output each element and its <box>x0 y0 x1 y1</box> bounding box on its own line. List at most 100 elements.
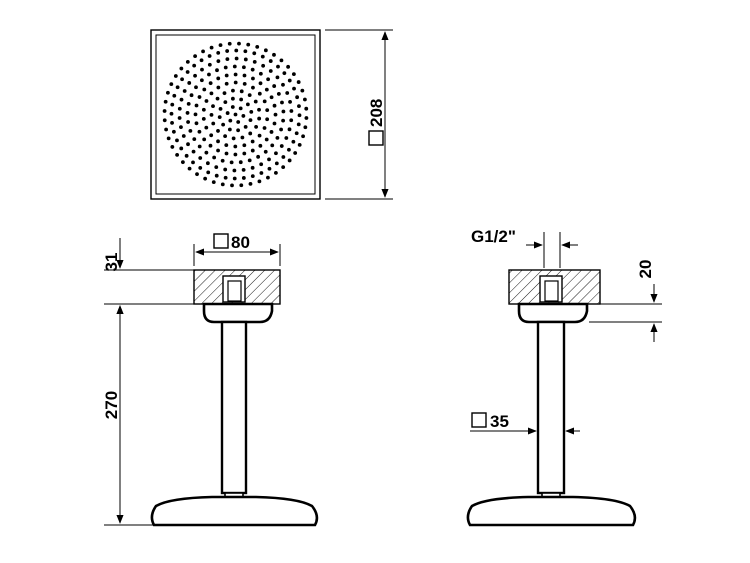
nozzle-dot <box>236 128 241 133</box>
nozzle-dot <box>207 54 212 58</box>
arm-length-label: 270 <box>102 391 121 419</box>
nozzle-dot <box>223 65 228 70</box>
nozzle-dot <box>274 151 278 156</box>
nozzle-dot <box>279 127 283 132</box>
nozzle-dot <box>275 75 280 80</box>
dimension-arm-length: 270 <box>102 305 154 526</box>
nozzle-dot <box>197 144 202 149</box>
front-view-right <box>466 269 637 527</box>
nozzle-dot <box>169 111 174 116</box>
nozzle-dot <box>287 147 291 152</box>
nozzle-dot <box>211 180 216 184</box>
nozzle-dot <box>185 59 190 64</box>
nozzle-dot <box>261 63 266 68</box>
dimension-mount-width: 80 <box>193 233 281 266</box>
nozzle-dot <box>303 97 307 102</box>
nozzle-dot <box>241 176 246 180</box>
nozzle-dot <box>193 73 197 78</box>
nozzle-dot <box>269 95 274 100</box>
nozzle-dot <box>258 81 263 86</box>
nozzle-dot <box>232 168 237 173</box>
nozzle-dot <box>199 78 204 83</box>
nozzle-dot <box>285 91 290 95</box>
nozzle-dot <box>279 58 284 63</box>
nozzle-dot <box>250 67 255 72</box>
nozzle-dot <box>249 109 254 114</box>
dimension-thread: G1/2" <box>471 227 578 268</box>
nozzle-dot <box>258 143 263 148</box>
nozzle-dot <box>262 126 267 130</box>
square-symbol <box>368 130 384 146</box>
nozzle-dot <box>274 170 278 175</box>
nozzle-dot <box>241 65 246 70</box>
nozzle-dot <box>272 52 276 57</box>
nozzle-dot <box>229 160 234 165</box>
nozzle-dot <box>238 160 243 165</box>
nozzle-dot <box>272 84 277 88</box>
nozzle-dot <box>268 69 273 73</box>
nozzle-dot <box>186 142 190 147</box>
nozzle-dot <box>284 136 289 140</box>
nozzle-dot <box>243 49 248 54</box>
nozzle-dot <box>295 95 300 100</box>
nozzle-dot <box>233 72 238 77</box>
nozzle-dot <box>242 73 247 78</box>
nozzle-dot <box>238 106 243 111</box>
nozzle-dot <box>187 166 192 171</box>
nozzle-dot <box>179 97 184 102</box>
dimension-mount-height: 31 <box>102 238 194 326</box>
nozzle-dot <box>251 85 255 90</box>
nozzle-dot <box>263 48 268 53</box>
nozzle-dot <box>211 104 215 109</box>
nozzle-dot <box>242 81 247 86</box>
nozzle-dot <box>223 167 228 172</box>
dimension-mount-depth: 20 <box>589 260 662 342</box>
nozzle-dot <box>179 66 184 71</box>
nozzle-dot <box>220 182 225 187</box>
nozzle-dot <box>163 99 168 104</box>
nozzle-dot <box>282 71 287 76</box>
nozzle-dot <box>280 100 284 105</box>
nozzle-dot <box>297 142 302 147</box>
nozzle-dot <box>195 172 199 177</box>
nozzle-dot <box>259 162 264 167</box>
nozzle-dot <box>192 137 197 142</box>
nozzle-dot <box>265 117 270 122</box>
nozzle-dot <box>231 136 236 141</box>
nozzle-dot <box>304 106 309 111</box>
nozzle-dot <box>247 158 252 163</box>
nozzle-dot <box>296 122 301 127</box>
nozzle-dot <box>257 133 262 138</box>
nozzle-dot <box>211 121 216 126</box>
nozzle-dot <box>216 50 221 55</box>
nozzle-dot <box>272 121 277 126</box>
nozzle-dot <box>202 137 207 142</box>
nozzle-dot <box>268 59 273 63</box>
nozzle-dot <box>194 121 199 126</box>
nozzle-dot <box>260 54 265 59</box>
nozzle-dot <box>264 87 269 92</box>
nozzle-dot <box>185 70 190 74</box>
nozzle-dot <box>185 111 190 115</box>
nozzle-dot <box>214 165 219 169</box>
nozzle-dot <box>192 63 197 68</box>
nozzle-dot <box>197 129 202 134</box>
thread-label: G1/2" <box>471 227 516 246</box>
nozzle-dot <box>216 85 221 90</box>
top-view-shower-head <box>150 29 321 200</box>
nozzle-dot <box>224 81 229 86</box>
nozzle-dot <box>204 125 209 130</box>
dimension-arm-section: 35 <box>470 412 580 435</box>
nozzle-dot <box>248 118 253 123</box>
nozzle-dot <box>175 85 180 90</box>
nozzle-dot <box>170 120 174 125</box>
nozzle-dot <box>180 77 184 82</box>
nozzle-dot <box>246 42 251 47</box>
nozzle-dot <box>289 118 294 123</box>
nozzle-dot <box>198 156 203 160</box>
nozzle-dot <box>212 155 217 160</box>
nozzle-dot <box>270 143 275 148</box>
nozzle-dot <box>254 124 258 129</box>
nozzle-dot <box>193 112 198 117</box>
